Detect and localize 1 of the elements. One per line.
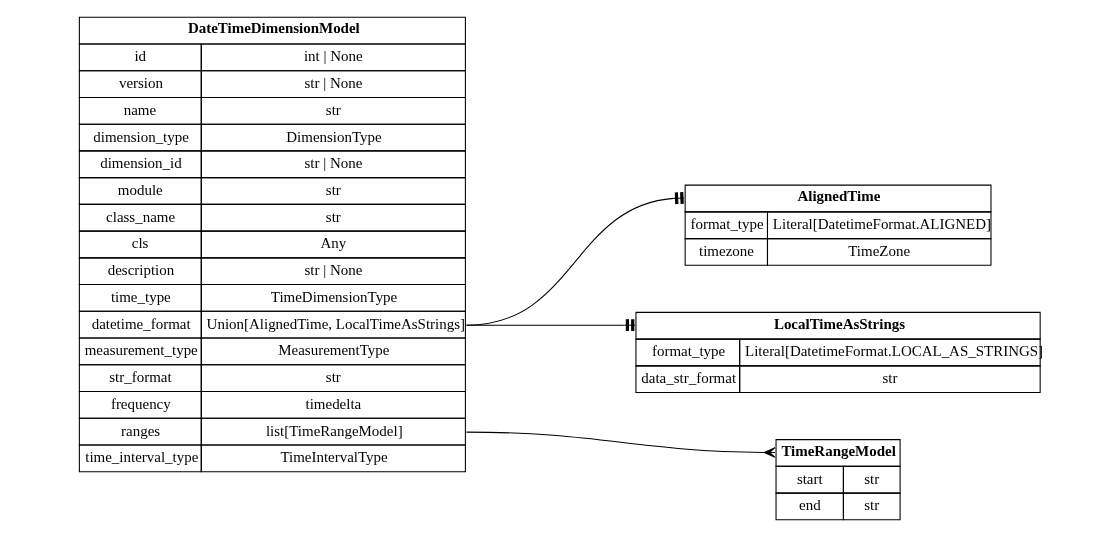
connector — [465, 431, 776, 458]
